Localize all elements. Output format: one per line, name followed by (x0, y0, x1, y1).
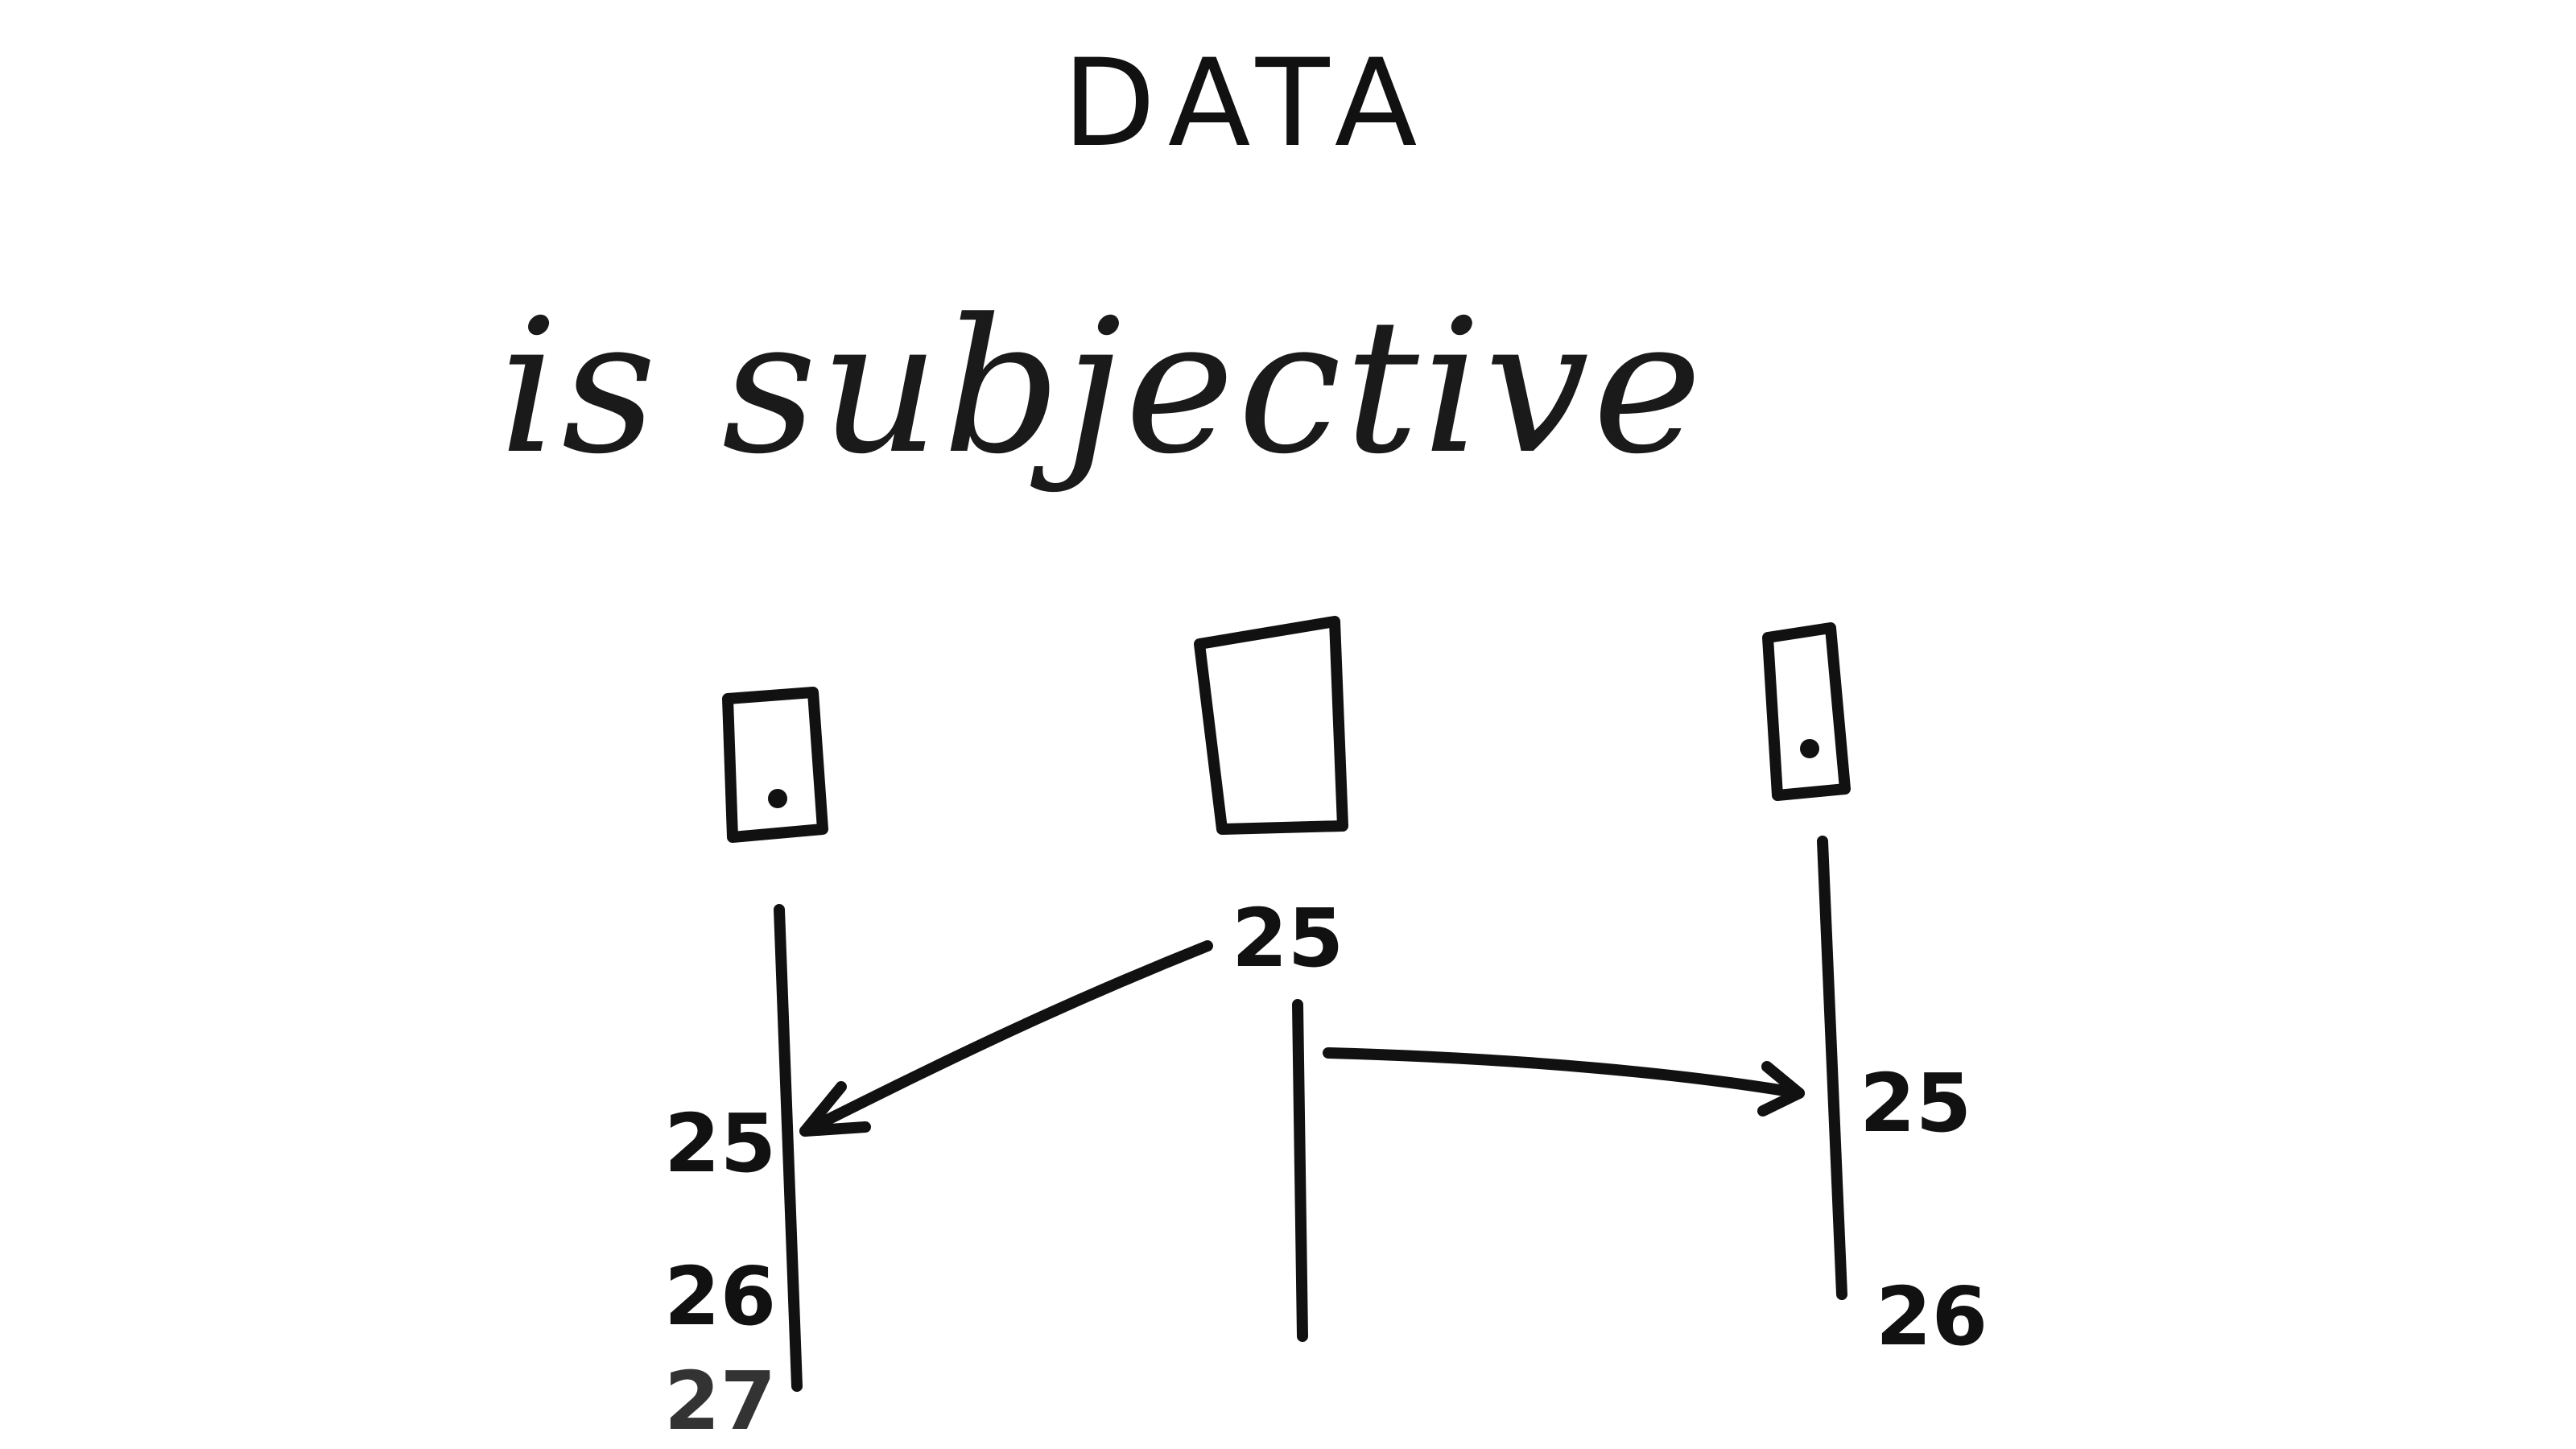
device-dot-left (768, 789, 787, 808)
arrow-line-right (1323, 1047, 1805, 1099)
value-left-1: 25 (664, 1096, 776, 1191)
device-icon-left (722, 687, 828, 843)
value-center-1: 25 (1232, 891, 1344, 985)
timeline-left (774, 904, 803, 1392)
value-left-2: 26 (664, 1249, 776, 1344)
arrow-line-left (799, 940, 1213, 1137)
value-right-1: 25 (1860, 1056, 1971, 1150)
node-left (722, 687, 828, 1392)
arrow-head-right (1757, 1061, 1805, 1117)
device-dot-right (1800, 739, 1819, 758)
arrow-to-right (1323, 1047, 1805, 1117)
timeline-center (1292, 999, 1308, 1342)
heading-subjective: is subjective (499, 280, 1705, 495)
timeline-right (1817, 836, 1847, 1300)
node-right (1762, 622, 1851, 1300)
value-right-2: 26 (1876, 1269, 1988, 1364)
node-center (1194, 616, 1348, 1342)
arrow-to-left (799, 940, 1213, 1137)
device-icon-center (1194, 616, 1348, 835)
arrow-head-left (799, 1081, 871, 1137)
value-left-3: 27 (664, 1354, 776, 1448)
heading-data: DATA (1063, 34, 1431, 174)
device-icon-right (1762, 622, 1851, 801)
